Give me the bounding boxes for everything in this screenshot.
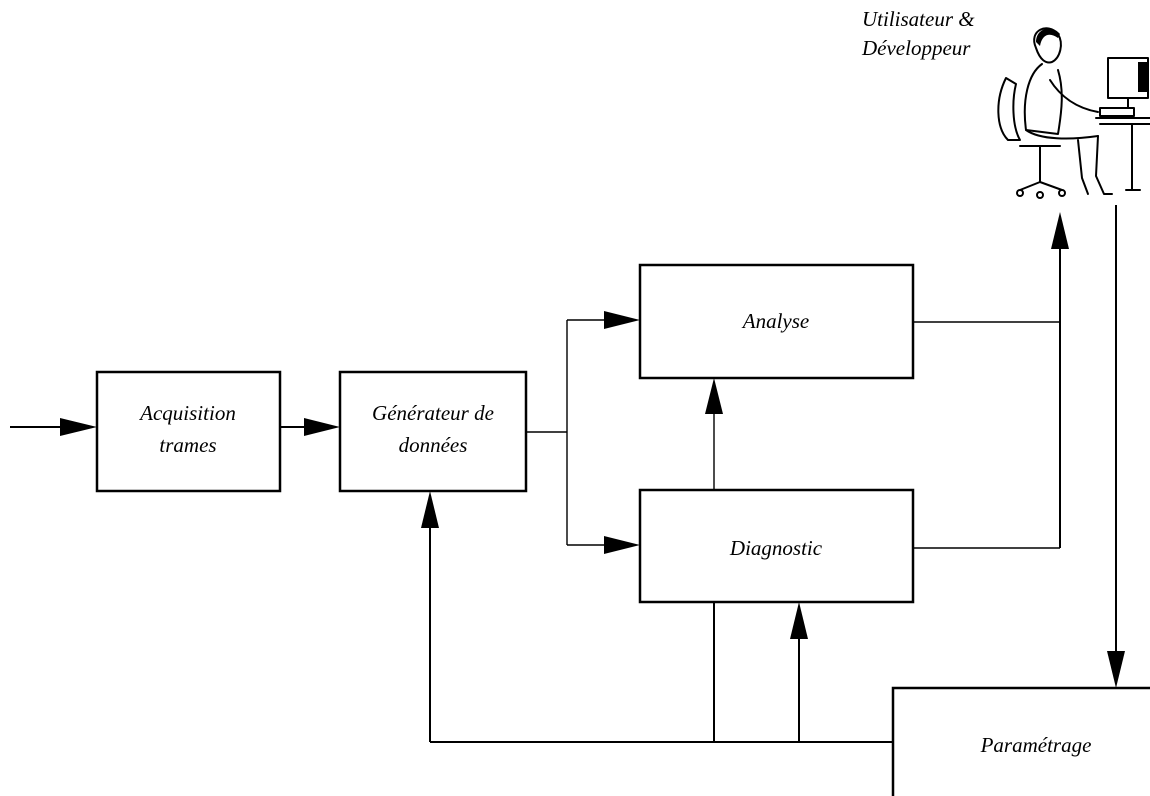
acquisition-label-line1: Acquisition (138, 401, 236, 425)
user-label: Utilisateur & Développeur (861, 7, 975, 60)
input-arrow (10, 418, 97, 436)
user-label-line2: Développeur (861, 36, 971, 60)
generateur-split-connector (526, 311, 640, 554)
parametrage-label: Paramétrage (980, 733, 1092, 757)
analyse-block: Analyse (638, 263, 915, 380)
diagnostic-block: Diagnostic (638, 488, 915, 604)
parametrage-feedback-connector (421, 491, 893, 743)
acquisition-to-generateur-arrow (280, 418, 340, 436)
acquisition-label-line2: trames (159, 433, 216, 457)
generateur-label-line1: Générateur de (372, 401, 494, 425)
person-at-computer-icon (997, 27, 1150, 199)
parametrage-block: Paramétrage (891, 686, 1150, 796)
user-label-line1: Utilisateur & (862, 7, 975, 31)
analyse-label: Analyse (741, 309, 809, 333)
outputs-to-user-connector (913, 212, 1069, 549)
generateur-block: Générateur de données (338, 370, 528, 493)
generateur-label-line2: données (399, 433, 468, 457)
diagnostic-label: Diagnostic (729, 536, 823, 560)
user-to-parametrage-arrow (1107, 205, 1125, 688)
acquisition-block: Acquisition trames (95, 370, 282, 493)
diagnostic-to-analyse-arrow (705, 378, 723, 490)
